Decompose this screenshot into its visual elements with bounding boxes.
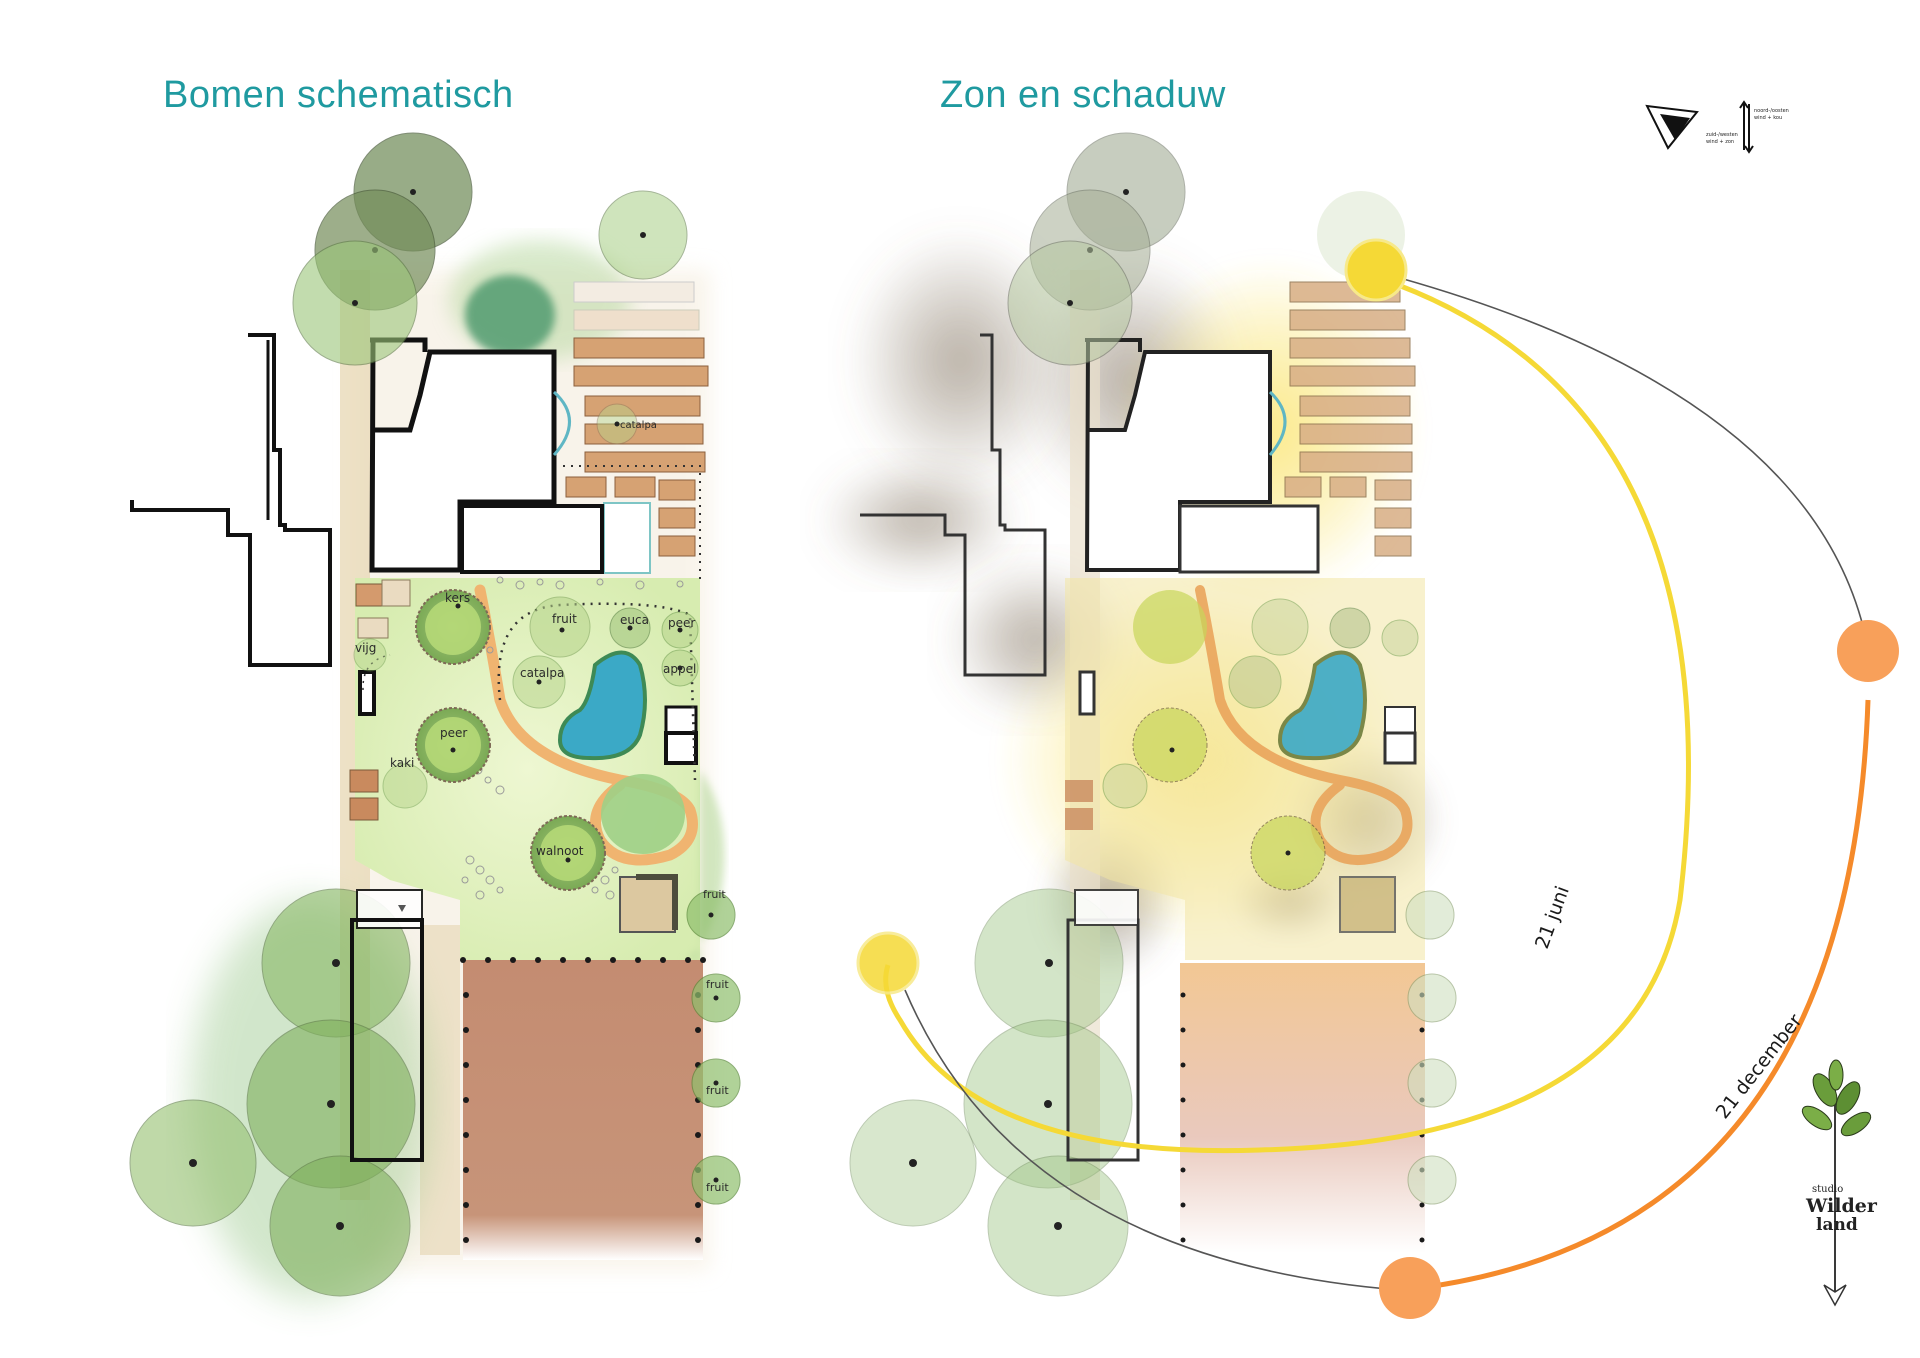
label-kers: kers xyxy=(445,591,470,605)
compass-line3: zuid-/westen xyxy=(1706,132,1738,138)
garden-trees xyxy=(353,403,741,1205)
compass-line1: noord-/oosten xyxy=(1754,108,1789,114)
logo-line3: land xyxy=(1816,1215,1858,1235)
label-fruit-4: fruit xyxy=(706,1084,729,1097)
label-fruit-5: fruit xyxy=(706,1181,729,1194)
label-appel: appel xyxy=(663,662,696,676)
title-trees-schematic: Bomen schematisch xyxy=(163,74,514,116)
logo-line1: studio xyxy=(1812,1184,1843,1195)
compass-line2: wind + kou xyxy=(1754,115,1782,121)
label-euca: euca xyxy=(620,613,649,627)
label-fruit: fruit xyxy=(552,612,577,626)
sun-winter-set xyxy=(1379,1257,1441,1319)
label-peer-1: peer xyxy=(668,616,695,630)
shed-small xyxy=(355,583,383,607)
large-trees xyxy=(129,132,688,1297)
left-plan: kers fruit euca peer appel catalpa catal… xyxy=(129,132,741,1300)
logo-line2: Wilder xyxy=(1805,1195,1878,1217)
compost-bin xyxy=(358,670,376,716)
label-kaki: kaki xyxy=(390,756,414,770)
summer-sun-path xyxy=(883,274,1691,1154)
bay-window xyxy=(552,390,571,456)
label-walnoot: walnoot xyxy=(536,844,584,858)
compass-legend: noord-/oosten wind + kou zuid-/westen wi… xyxy=(1645,100,1789,154)
right-plan: 21 juni 21 december xyxy=(820,132,1899,1319)
label-fruit-3: fruit xyxy=(706,978,729,991)
neighbour-building-right xyxy=(860,333,1047,677)
label-fruit-2: fruit xyxy=(703,888,726,901)
sun-summer-rise xyxy=(1344,238,1408,302)
trees-right xyxy=(849,132,1457,1297)
neighbour-building xyxy=(130,333,332,667)
label-peer-2: peer xyxy=(440,726,467,740)
house-extension xyxy=(460,504,604,574)
house-right xyxy=(1084,341,1272,572)
summer-sun-arc-thin xyxy=(1399,277,1871,661)
pond xyxy=(557,650,647,761)
sun-summer-set xyxy=(856,931,920,995)
raised-beds xyxy=(565,281,709,557)
label-summer-path: 21 juni xyxy=(1531,883,1574,951)
shrub-circle xyxy=(601,774,685,854)
winter-sun-arc-thin xyxy=(904,989,1401,1291)
studio-logo: studio Wilder land xyxy=(1801,1059,1878,1307)
seat-area xyxy=(619,876,676,933)
sun-winter-rise xyxy=(1837,620,1899,682)
winter-sun-path xyxy=(1419,699,1871,1291)
title-sun-and-shade: Zon en schaduw xyxy=(940,74,1226,116)
compass-line4: wind + zon xyxy=(1706,139,1734,145)
terrace-tile xyxy=(603,502,651,574)
vegetable-plot-right xyxy=(1180,963,1425,1253)
house xyxy=(369,341,557,573)
conifer-shrub xyxy=(465,275,555,355)
label-catalpa-2: catalpa xyxy=(620,420,657,431)
label-vijg: vijg xyxy=(355,641,376,655)
long-shed xyxy=(350,918,424,1162)
label-catalpa-1: catalpa xyxy=(520,666,564,680)
label-winter-path: 21 december xyxy=(1712,1010,1807,1123)
pond-right xyxy=(1277,650,1367,761)
vegetable-plot xyxy=(463,960,703,1260)
